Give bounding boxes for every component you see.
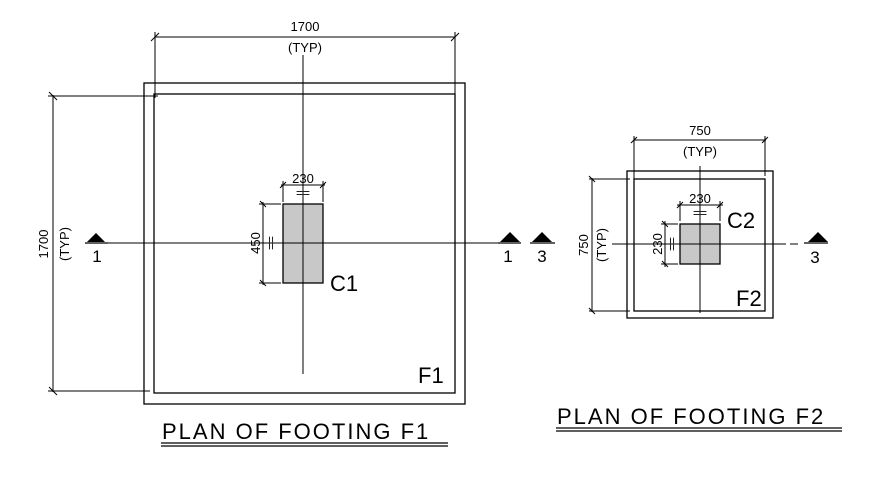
c2-width-equal-mark: == xyxy=(693,206,707,220)
section-marker-1-right: 1 xyxy=(498,232,521,266)
c1-width-dimension: 230 == xyxy=(279,171,327,202)
footing-f1-plan: 1700 (TYP) 1700 (TYP) C1 230 xyxy=(36,19,521,447)
f2-top-dimension: 750 (TYP) xyxy=(630,123,769,182)
section-1-right-text: 1 xyxy=(503,247,512,266)
section-marker-3-left: 3 xyxy=(530,232,555,266)
section-1-left-text: 1 xyxy=(92,247,101,266)
f2-height-dim-text: 750 xyxy=(576,234,591,256)
f1-title: PLAN OF FOOTING F1 xyxy=(162,419,430,444)
section-3-left-text: 3 xyxy=(537,247,546,266)
f2-width-dim-text: 750 xyxy=(689,123,711,138)
f2-left-dimension: 750 (TYP) xyxy=(576,175,630,315)
c1-width-dim-text: 230 xyxy=(292,171,314,186)
f1-width-note-text: (TYP) xyxy=(288,40,322,55)
footing-f2-plan: 750 (TYP) 750 (TYP) C2 230 xyxy=(530,123,842,432)
f1-height-dim-text: 1700 xyxy=(36,230,51,259)
f2-title: PLAN OF FOOTING F2 xyxy=(557,404,825,429)
section-marker-3-right: 3 xyxy=(804,232,828,267)
c2-width-dimension: 230 == xyxy=(676,191,724,221)
footing-f2-label: F2 xyxy=(736,286,762,311)
c2-width-dim-text: 230 xyxy=(689,191,711,206)
column-c1-label: C1 xyxy=(330,271,358,296)
c1-width-equal-mark: == xyxy=(296,186,310,200)
f1-left-dimension: 1700 (TYP) xyxy=(36,91,158,396)
section-arrow-icon xyxy=(532,232,552,242)
section-arrow-icon xyxy=(500,232,520,242)
f1-top-dimension: 1700 (TYP) xyxy=(150,19,460,98)
section-arrow-icon xyxy=(808,232,828,242)
f2-height-note-text: (TYP) xyxy=(594,228,609,262)
c2-depth-dim-text: 230 xyxy=(650,233,665,255)
f1-height-note-text: (TYP) xyxy=(57,227,72,261)
footing-f1-label: F1 xyxy=(418,363,444,388)
c1-depth-equal-mark: == xyxy=(264,236,278,250)
f1-width-dim-text: 1700 xyxy=(291,19,320,34)
f2-width-note-text: (TYP) xyxy=(683,144,717,159)
c2-depth-equal-mark: == xyxy=(665,237,679,251)
section-arrow-icon xyxy=(87,233,105,242)
column-c2-label: C2 xyxy=(727,208,755,233)
c1-depth-dimension: 450 == xyxy=(248,200,281,287)
section-3-right-text: 3 xyxy=(810,248,819,267)
c1-depth-dim-text: 450 xyxy=(248,232,263,254)
c2-depth-dimension: 230 == xyxy=(650,220,679,268)
section-marker-1-left: 1 xyxy=(85,233,108,266)
